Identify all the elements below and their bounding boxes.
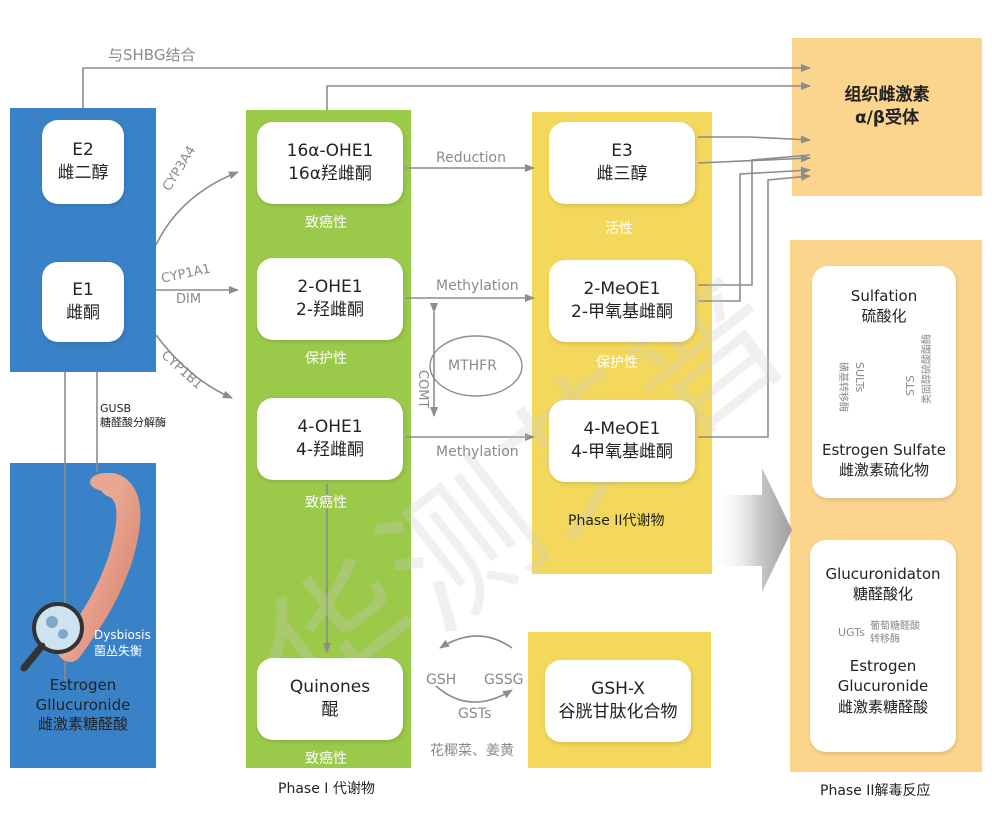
e2-box: E2 雌二醇 bbox=[42, 120, 124, 204]
sults-cn-label: 磺基转移酶 bbox=[837, 362, 848, 412]
ugts-cn-label: 葡萄糖醛酸 转移酶 bbox=[870, 621, 920, 645]
ohe4-name: 4-羟雌酮 bbox=[296, 440, 364, 460]
phase1-receptor-arrow bbox=[326, 82, 811, 110]
shbg-label: 与SHBG结合 bbox=[108, 46, 196, 64]
e1-box: E1 雌酮 bbox=[42, 262, 124, 342]
mthfr-label: MTHFR bbox=[448, 358, 497, 374]
meoe4-box: 4-MeOE1 4-甲氧基雌酮 bbox=[549, 400, 695, 482]
sulfation-name: 硫酸化 bbox=[861, 307, 907, 326]
e2-name: 雌二醇 bbox=[57, 163, 109, 183]
sults-label: SULTs bbox=[853, 362, 866, 393]
gsh-x-name: 谷胱甘肽化合物 bbox=[558, 702, 678, 722]
e3-box: E3 雌三醇 bbox=[549, 122, 695, 204]
mthfr-oval bbox=[429, 335, 523, 397]
ohe16-tag: 致癌性 bbox=[305, 215, 347, 231]
shbg-arrow bbox=[82, 64, 811, 108]
glucuronidation-name: 糖醛酸化 bbox=[852, 585, 913, 604]
gusb-label: GUSB 糖醛酸分解酶 bbox=[100, 402, 166, 430]
quinones-name: 醌 bbox=[321, 700, 339, 720]
meoe2-label: 2-MeOE1 bbox=[583, 279, 661, 300]
meoe4-name: 4-甲氧基雌酮 bbox=[571, 442, 673, 462]
quinones-label: Quinones bbox=[289, 677, 371, 698]
meoe4-label: 4-MeOE1 bbox=[583, 419, 661, 440]
e1-label: E1 bbox=[72, 280, 94, 301]
receptor-label: 组织雌激素 α/β受体 bbox=[844, 85, 930, 128]
meoe2-box: 2-MeOE1 2-甲氧基雌酮 bbox=[549, 260, 695, 342]
e1-name: 雌酮 bbox=[66, 303, 100, 323]
e3-name: 雌三醇 bbox=[596, 164, 648, 184]
sts-cn-label: 类固醇硫酸酯酶 bbox=[922, 334, 933, 404]
ohe4-box: 4-OHE1 4-羟雌酮 bbox=[257, 398, 403, 480]
meoe2-tag: 保护性 bbox=[596, 355, 638, 371]
quinones-box: Quinones 醌 bbox=[257, 658, 403, 740]
glucuronidation-label: Glucuronidaton bbox=[825, 565, 941, 583]
ohe16-name: 16α羟雌酮 bbox=[288, 164, 372, 184]
ohe2-label: 2-OHE1 bbox=[297, 277, 363, 298]
ohe16-box: 16α-OHE1 16α羟雌酮 bbox=[257, 122, 403, 204]
meoe2-name: 2-甲氧基雌酮 bbox=[571, 302, 673, 322]
detox-title: Phase II解毒反应 bbox=[820, 783, 931, 799]
estrogen-glucuronide-gut: Estrogen Gllucuronide 雌激素糖醛酸 bbox=[35, 676, 131, 733]
e3-tag: 活性 bbox=[605, 221, 633, 237]
intestine-illustration bbox=[58, 473, 141, 662]
e2-label: E2 bbox=[72, 140, 94, 161]
ohe4-tag: 致癌性 bbox=[305, 495, 347, 511]
phase1-title: Phase I 代谢物 bbox=[278, 781, 375, 797]
methylation-label-1: Methylation bbox=[436, 278, 519, 294]
receptor-panel bbox=[792, 38, 982, 196]
sts-label: STS bbox=[904, 375, 917, 396]
dim-label: DIM bbox=[176, 292, 202, 307]
gsh-label: GSH bbox=[426, 672, 457, 688]
gsh-x-box: GSH-X 谷胱甘肽化合物 bbox=[545, 660, 691, 742]
foods-label: 花椰菜、姜黄 bbox=[430, 743, 514, 759]
gsh-x-label: GSH-X bbox=[591, 679, 645, 700]
ohe2-tag: 保护性 bbox=[305, 351, 347, 367]
cyp1b1-arrow bbox=[155, 334, 233, 399]
ohe16-label: 16α-OHE1 bbox=[286, 141, 374, 162]
reduction-label: Reduction bbox=[436, 150, 506, 166]
glucuronidation-box: Glucuronidaton 糖醛酸化 bbox=[810, 540, 956, 752]
e3-label: E3 bbox=[611, 141, 633, 162]
gssg-label: GSSG bbox=[484, 672, 524, 688]
estrogen-glucuronide-label: Estrogen Glucuronide 雌激素糖醛酸 bbox=[837, 657, 929, 716]
dysbiosis-label: Dysbiosis 菌丛失衡 bbox=[94, 628, 151, 658]
quinones-tag: 致癌性 bbox=[305, 751, 347, 767]
ohe4-label: 4-OHE1 bbox=[297, 417, 363, 438]
gsts-label: GSTs bbox=[458, 706, 492, 722]
methylation-label-2: Methylation bbox=[436, 444, 519, 460]
comt-label: COMT bbox=[415, 370, 430, 409]
cyp3a4-arrow bbox=[155, 171, 239, 246]
sulfation-label: Sulfation bbox=[850, 287, 918, 305]
sulfation-box: Sulfation 硫酸化 bbox=[812, 266, 956, 498]
big-arrow bbox=[712, 468, 792, 592]
ohe2-name: 2-羟雌酮 bbox=[296, 300, 364, 320]
estrogen-sulfate-label: Estrogen Sulfate 雌激素硫化物 bbox=[822, 441, 946, 480]
phase2-title: Phase II代谢物 bbox=[568, 513, 665, 529]
ugts-label: UGTs bbox=[838, 626, 865, 639]
magnifier-icon bbox=[20, 602, 84, 672]
ohe2-box: 2-OHE1 2-羟雌酮 bbox=[257, 258, 403, 340]
